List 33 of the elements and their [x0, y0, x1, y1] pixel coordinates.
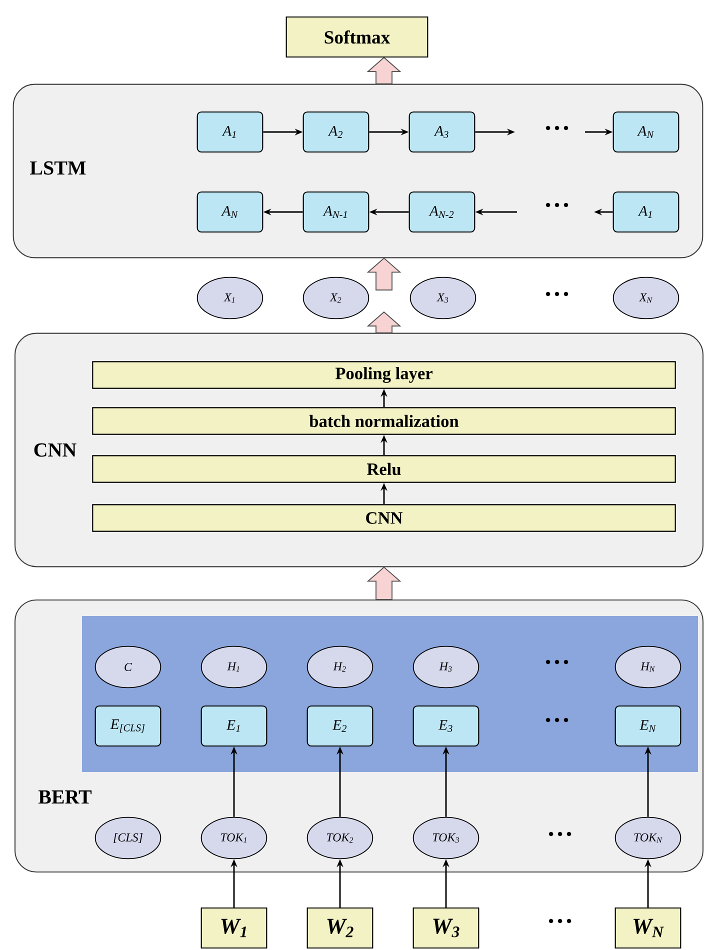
ellipsis: …	[548, 918, 572, 924]
layer-bar: Relu	[92, 455, 676, 483]
ellipsis: …	[546, 202, 568, 208]
vector-box: E$_{[CLS]}$	[94, 705, 162, 747]
vector-box: E$_{1}$	[200, 705, 268, 747]
block-arrow	[366, 258, 402, 290]
vector-box: A$_{N}$	[612, 111, 680, 153]
vector-box: A$_{3}$	[408, 111, 476, 153]
layer-bar: Pooling layer	[92, 361, 676, 389]
layer-bar: CNN	[92, 504, 676, 532]
vector-box: A$_{2}$	[302, 111, 370, 153]
vector-box: A$_{1}$	[196, 111, 264, 153]
vector-box: A$_{1}$	[612, 191, 680, 233]
vector-box: E$_{2}$	[306, 705, 374, 747]
word-box: W$_{1}$	[200, 907, 268, 949]
vector-box: A$_{N-1}$	[302, 191, 370, 233]
word-box: W$_{3}$	[412, 907, 480, 949]
vector-box: A$_{N}$	[196, 191, 264, 233]
ellipsis: …	[546, 126, 568, 130]
word-box: W$_{2}$	[306, 907, 374, 949]
block-arrow	[366, 56, 402, 84]
vector-box: A$_{N-2}$	[408, 191, 476, 233]
ellipsis: …	[548, 832, 572, 836]
ellipsis: …	[546, 292, 568, 296]
word-box: W$_{N}$	[614, 907, 682, 949]
ellipsis: …	[546, 718, 568, 722]
output-box: Softmax	[286, 16, 428, 58]
layer-bar: batch normalization	[92, 407, 676, 435]
ellipsis: …	[546, 660, 568, 664]
vector-box: E$_{N}$	[614, 705, 682, 747]
block-arrow	[366, 566, 402, 600]
block-arrow	[366, 311, 402, 334]
vector-box: E$_{3}$	[412, 705, 480, 747]
